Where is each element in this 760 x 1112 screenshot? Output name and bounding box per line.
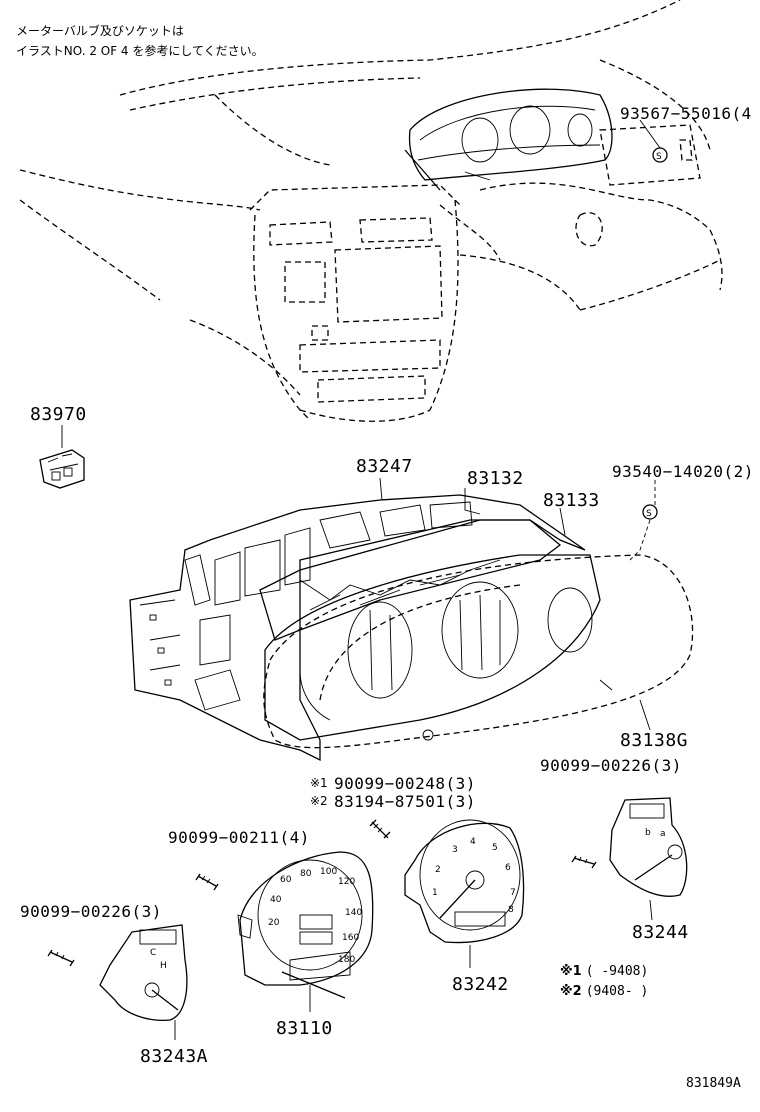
svg-text:60: 60 [280,875,292,885]
part-90099-00248[interactable]: 90099−00248(3) [334,774,476,793]
part-83132[interactable]: 83132 [467,468,524,489]
note-line-2: イラストNO. 2 OF 4 を参考にしてください。 [16,44,264,58]
clip-s-symbol-2: S [646,509,652,519]
svg-text:7: 7 [510,888,516,898]
svg-text:2: 2 [435,865,441,875]
svg-text:180: 180 [338,955,355,965]
illustration-id: 831849A [686,1076,741,1091]
svg-text:6: 6 [505,863,511,873]
svg-text:20: 20 [268,918,280,928]
part-83138G[interactable]: 83138G [620,730,689,751]
part-83244[interactable]: 83244 [632,922,689,943]
screw-icon [369,819,391,839]
svg-text:40: 40 [270,895,282,905]
svg-text:4: 4 [470,837,476,847]
svg-text:5: 5 [492,843,498,853]
svg-text:b: b [645,828,651,838]
speedometer-gauge: 60 80 100 120 40 20 140 160 180 [237,851,374,999]
part-93567-55016[interactable]: 93567−55016(4 [620,104,752,123]
marker-2: ※2 [310,794,328,808]
legend-range-2: (9408- ) [585,984,649,999]
svg-text:120: 120 [338,877,355,887]
svg-text:8: 8 [508,905,514,915]
svg-text:100: 100 [320,867,337,877]
dashboard-outline [19,0,723,422]
svg-text:H: H [160,961,167,971]
svg-text:C: C [150,948,156,958]
svg-text:140: 140 [345,908,362,918]
socket-icon [39,449,85,489]
fuel-gauge: ab [609,797,688,897]
part-83243A[interactable]: 83243A [140,1046,209,1067]
date-legend: ※1 ( -9408) ※2 (9408- ) [560,962,648,1000]
part-83194-87501[interactable]: 83194−87501(3) [334,792,476,811]
part-90099-00226-right[interactable]: 90099−00226(3) [540,756,682,775]
part-83970[interactable]: 83970 [30,404,87,425]
part-93540-14020[interactable]: 93540−14020(2) [612,462,754,481]
svg-text:a: a [660,829,666,839]
part-90099-00211[interactable]: 90099−00211(4) [168,828,310,847]
svg-text:160: 160 [342,933,359,943]
tachometer-gauge: 1 2 3 4 56 7 8 [404,819,525,944]
screw-icon [571,855,597,869]
svg-text:1: 1 [432,888,438,898]
legend-mark-1: ※1 [560,964,582,979]
svg-text:80: 80 [300,869,312,879]
part-90099-00226-left[interactable]: 90099−00226(3) [20,902,162,921]
temp-gauge: HC [99,924,188,1021]
part-83133[interactable]: 83133 [543,490,600,511]
clip-s-icon [652,147,668,163]
screw-icon [195,873,219,891]
legend-mark-2: ※2 [560,984,582,999]
note-line-1: メーターバルブ及びソケットは [16,24,184,38]
marker-1: ※1 [310,776,328,790]
part-83110[interactable]: 83110 [276,1018,333,1039]
cluster-in-dash [404,88,613,191]
legend-range-1: ( -9408) [585,964,649,979]
screw-icon [47,949,75,967]
part-83247[interactable]: 83247 [356,456,413,477]
cluster-assembly [129,494,694,762]
part-83242[interactable]: 83242 [452,974,509,995]
svg-text:3: 3 [452,845,458,855]
clip-s-symbol: S [656,152,662,162]
